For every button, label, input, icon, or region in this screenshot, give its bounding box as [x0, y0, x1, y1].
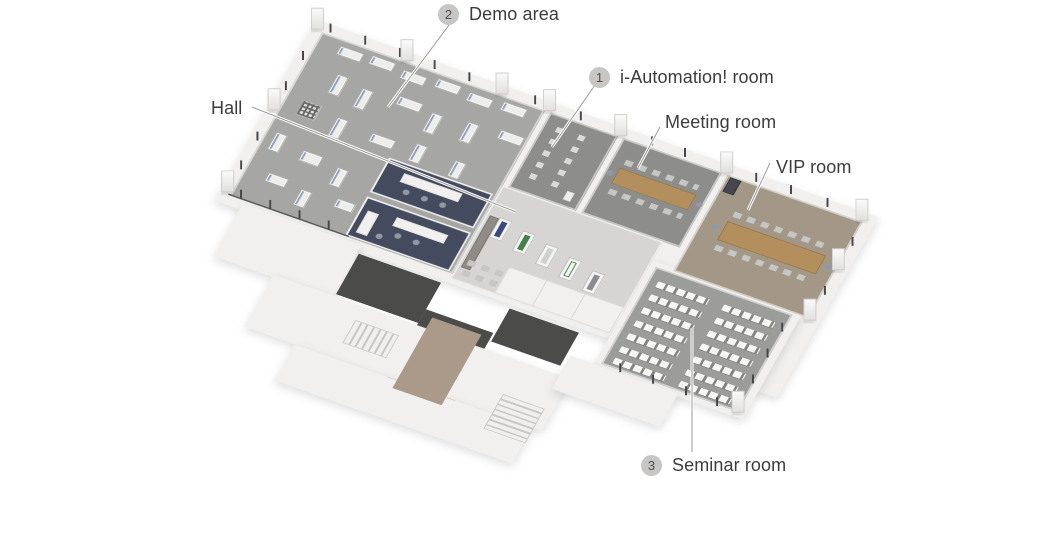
wall-pier: [221, 170, 235, 193]
wall-pier: [855, 198, 869, 221]
wall-post: [781, 322, 784, 332]
label-i-automation-room-text: i-Automation! room: [620, 67, 774, 87]
wall-pier: [614, 114, 628, 137]
label-hall-text: Hall: [211, 98, 243, 118]
wall-pier: [542, 89, 556, 112]
wall-post: [684, 147, 687, 157]
wall-pier: [310, 7, 324, 30]
wall-post: [651, 136, 654, 146]
wall-post: [823, 285, 826, 295]
wall-post: [619, 363, 622, 373]
wall-post: [716, 397, 719, 407]
wall-post: [851, 236, 854, 246]
wall-pier: [731, 390, 745, 413]
wall-pier: [495, 72, 509, 95]
label-seminar-room: 3 Seminar room: [641, 454, 786, 476]
wall-post: [329, 23, 332, 33]
wall-post: [652, 374, 655, 384]
wall-post: [789, 185, 792, 195]
badge-2: 2: [438, 3, 459, 25]
wall-post: [284, 81, 287, 91]
label-vip-room-text: VIP room: [776, 157, 852, 177]
badge-1: 1: [589, 66, 610, 88]
badge-3: 3: [641, 454, 662, 476]
wall-post: [685, 386, 688, 396]
wall-post: [579, 111, 582, 121]
wall-post: [302, 50, 305, 60]
wall-pier: [720, 151, 734, 174]
wall-post: [256, 131, 259, 141]
wall-post: [269, 199, 272, 209]
floorplan-illustration: [212, 7, 879, 464]
label-demo-area-text: Demo area: [469, 4, 559, 24]
wall-pier: [267, 88, 281, 111]
wall-post: [240, 160, 243, 170]
wall-pier: [400, 39, 414, 62]
label-meeting-room: Meeting room: [665, 111, 776, 133]
label-meeting-room-text: Meeting room: [665, 112, 777, 132]
wall-post: [468, 72, 471, 82]
wall-post: [298, 210, 301, 220]
wall-post: [327, 220, 330, 230]
wall-post: [364, 35, 367, 45]
wall-pier: [803, 298, 817, 321]
wall-post: [240, 189, 243, 199]
wall-post: [826, 197, 829, 207]
label-i-automation-room: 1 i-Automation! room: [589, 66, 774, 88]
wall-post: [534, 95, 537, 105]
label-vip-room: VIP room: [776, 156, 852, 178]
wall-post: [755, 172, 758, 182]
wall-pier: [831, 248, 845, 271]
wall-post: [433, 60, 436, 70]
label-hall: Hall: [211, 97, 242, 119]
wall-post: [766, 348, 769, 358]
label-seminar-room-text: Seminar room: [672, 455, 787, 475]
wall-post: [751, 374, 754, 384]
label-demo-area: 2 Demo area: [438, 3, 559, 25]
